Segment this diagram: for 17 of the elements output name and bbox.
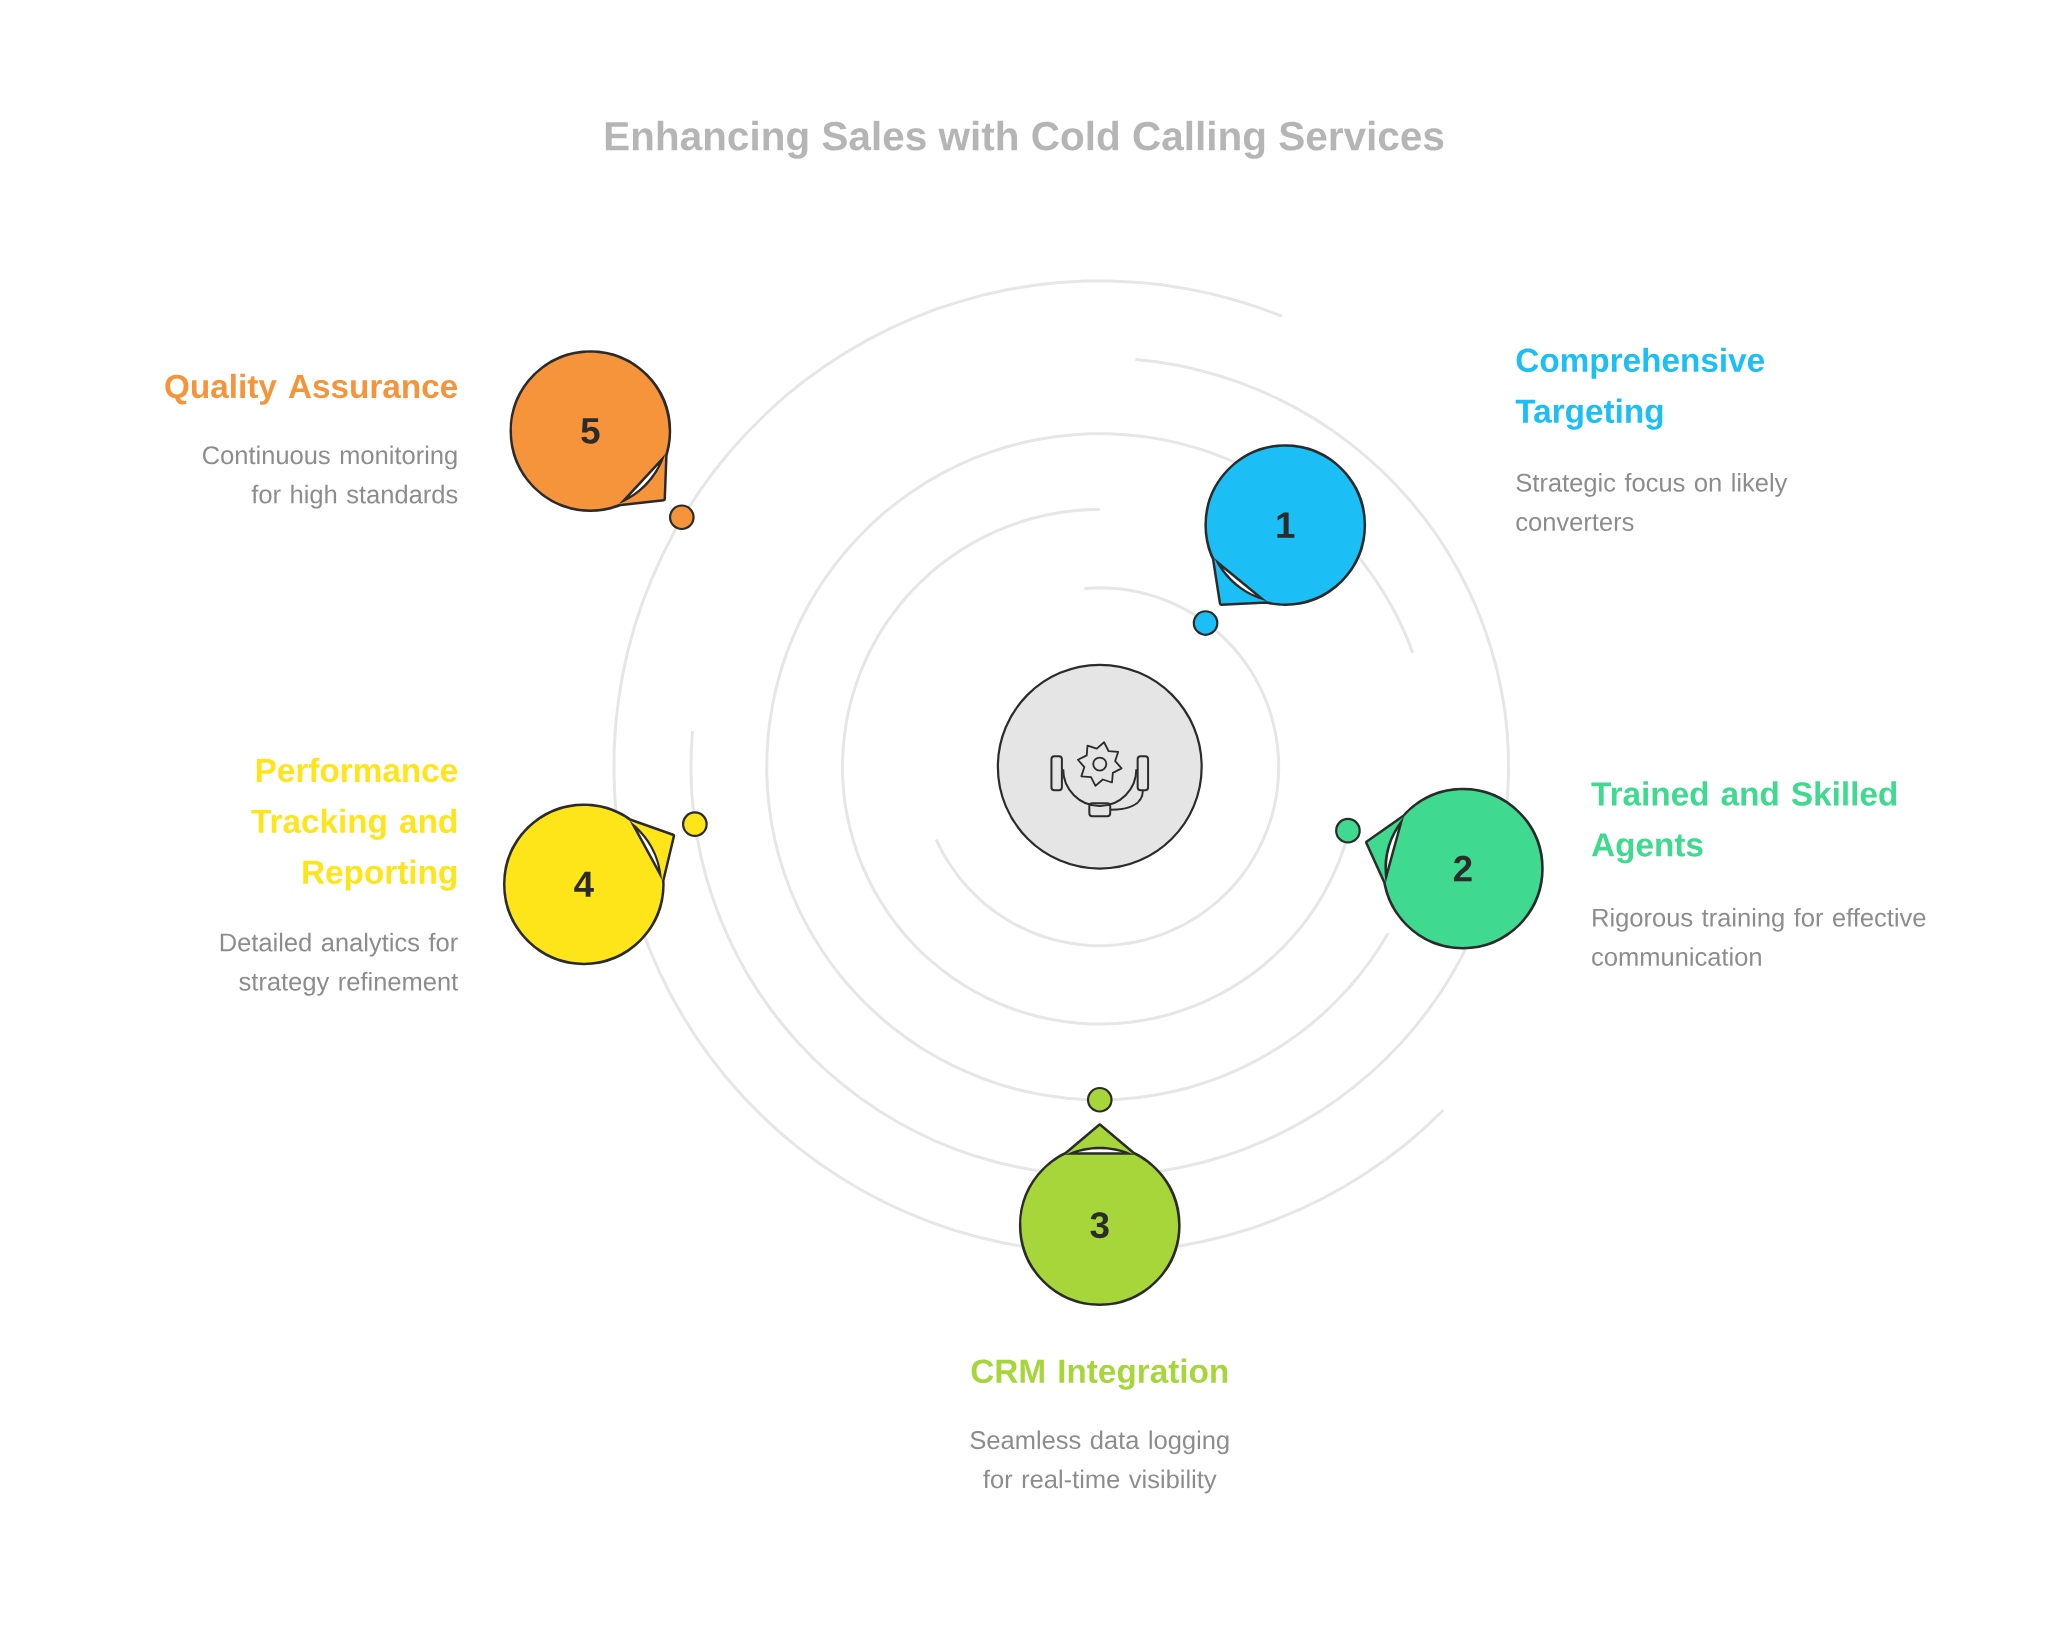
speech-bubble: 4 xyxy=(503,803,676,966)
speech-bubble: 2 xyxy=(1365,787,1544,950)
description: Detailed analytics for strategy refinement xyxy=(220,932,459,996)
heading: Trained and Skilled Agents xyxy=(1591,781,1897,864)
heading: Comprehensive Targeting xyxy=(1515,347,1764,430)
speech-bubble: 3 xyxy=(1018,1123,1181,1307)
center-circle xyxy=(996,663,1203,870)
heading: Performance Tracking and Reporting xyxy=(251,757,458,891)
title: Enhancing Sales with Cold Calling Services xyxy=(605,120,1444,159)
heading: CRM Integration xyxy=(971,1358,1228,1390)
description: Strategic focus on likely converters xyxy=(1516,473,1788,531)
speech-bubble: 5 xyxy=(509,350,672,512)
description: Continuous monitoring for high standards xyxy=(203,445,458,509)
description: Rigorous training for effective communication xyxy=(1592,908,1926,966)
heading: Quality Assurance xyxy=(165,373,458,405)
speech-bubble: 1 xyxy=(1204,444,1367,606)
description: Seamless data logging for real-time visibility xyxy=(970,1430,1229,1494)
